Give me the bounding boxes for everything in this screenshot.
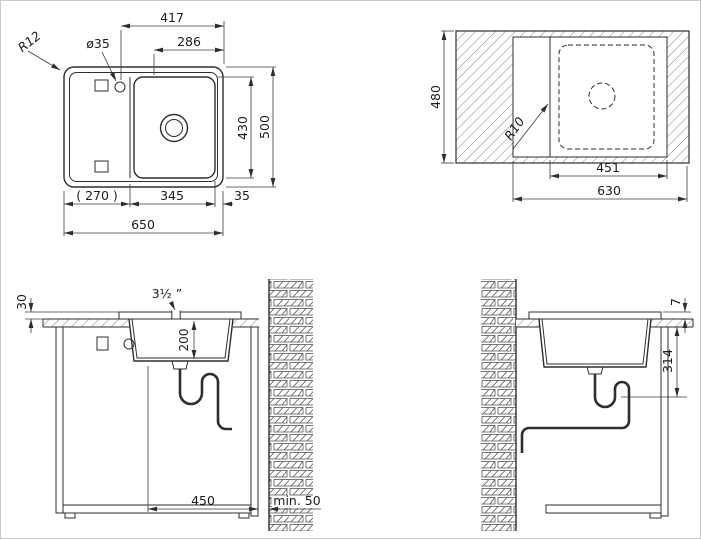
- view-side-section: 7 314: [481, 279, 694, 531]
- dim-286: 286: [153, 34, 224, 75]
- dim-label-r12: R12: [15, 28, 44, 55]
- sink-outline: [63, 66, 224, 188]
- siphon-trap-side: [520, 374, 631, 453]
- dim-label-min50: min. 50: [273, 493, 320, 508]
- dim-500: 500: [226, 66, 276, 188]
- dim-label-430: 430: [235, 116, 250, 140]
- dim-480: 480: [428, 30, 454, 164]
- dim-630: 630: [512, 161, 688, 202]
- dim-label-630: 630: [597, 183, 621, 198]
- drain-fitting: [171, 360, 189, 370]
- dim-7: 7: [663, 298, 691, 333]
- dim-label-286: 286: [177, 34, 201, 49]
- dim-label-650: 650: [131, 217, 155, 232]
- bowl-section-side: [538, 318, 652, 368]
- dim-label-dia35: ø35: [86, 36, 110, 51]
- dim-430: 430: [218, 76, 254, 179]
- dim-314: 314: [621, 327, 687, 398]
- dim-label-500: 500: [257, 115, 272, 139]
- dim-faucet-size: 3½ ”: [152, 286, 183, 311]
- dim-label-314: 314: [660, 349, 675, 373]
- dim-30: 30: [14, 294, 119, 333]
- dim-label-faucet: 3½ ”: [152, 286, 183, 301]
- faucet-hole: [114, 81, 126, 93]
- dim-label-480: 480: [428, 85, 443, 109]
- cutout-opening: [512, 36, 668, 158]
- dim-label-451: 451: [596, 160, 620, 175]
- drain-fitting-side: [586, 366, 604, 375]
- cabinet-right-panel: [250, 326, 259, 517]
- dim-450: 450: [147, 366, 258, 512]
- dim-label-450: 450: [191, 493, 215, 508]
- dim-label-30: 30: [14, 294, 29, 310]
- dim-hole-dia: ø35: [86, 36, 117, 82]
- water-connection-valve: [123, 338, 135, 350]
- dim-345: 345: [130, 181, 216, 207]
- wall-bricks: [269, 279, 313, 531]
- dim-label-200: 200: [177, 329, 191, 352]
- drainer-slot-bottom: [94, 160, 109, 173]
- dim-label-270: ( 270 ): [76, 188, 118, 203]
- wall-bricks-side: [481, 279, 516, 531]
- drainer-slot-top: [94, 79, 109, 92]
- dim-417: 417: [120, 10, 225, 80]
- dim-35: 35: [205, 188, 250, 207]
- dim-label-35: 35: [234, 188, 250, 203]
- dim-label-417: 417: [160, 10, 184, 25]
- cabinet-left-panel: [55, 326, 64, 514]
- dim-label-345: 345: [160, 188, 184, 203]
- drain-hidden-outline: [588, 82, 616, 110]
- siphon-trap: [178, 369, 232, 431]
- dim-200: 200: [177, 321, 197, 359]
- view-cutout: 480 R10 451 630: [428, 30, 690, 202]
- dim-label-7: 7: [668, 298, 683, 306]
- drain-inner: [165, 119, 183, 137]
- dim-r12: R12: [15, 28, 61, 71]
- view-sink-top: 417 286 ø35 R12 430 500: [15, 10, 276, 236]
- dim-650: 650: [63, 191, 224, 236]
- dim-min50: min. 50: [269, 493, 322, 512]
- cabinet-bottom-side: [545, 504, 662, 514]
- view-front-section: 30 3½ ” 200 450 min. 50: [14, 279, 322, 531]
- sink-bowl: [133, 76, 216, 179]
- cabinet-side-panel: [660, 326, 669, 517]
- drain-outer: [159, 113, 189, 143]
- water-connection-box: [96, 336, 109, 351]
- dim-451: 451: [549, 160, 668, 179]
- sink-rim-side: [528, 311, 662, 320]
